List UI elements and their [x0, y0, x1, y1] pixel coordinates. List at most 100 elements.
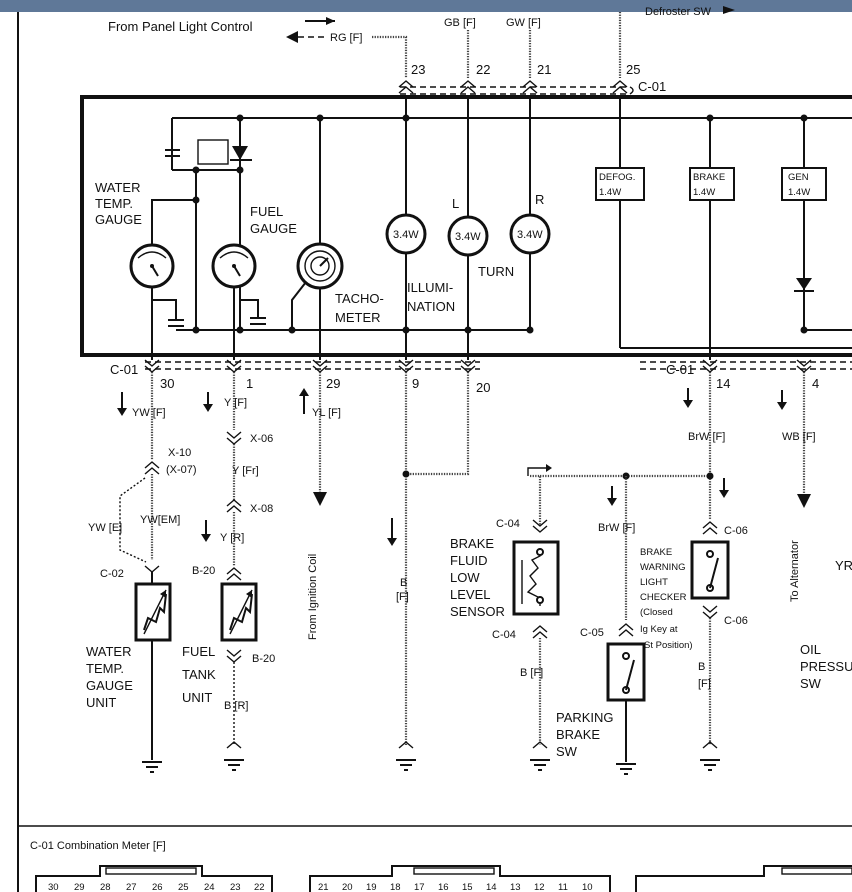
connector-chevron: [226, 499, 242, 507]
ground-icon: [530, 741, 550, 771]
label-tacho-2: METER: [335, 310, 381, 325]
label-panel-light: From Panel Light Control: [108, 19, 253, 34]
top-connector-shield-end: [629, 86, 634, 95]
parking-brake-switch-icon: [606, 642, 646, 702]
label-water-unit-3: GAUGE: [86, 678, 133, 693]
label-oil-1: OIL: [800, 642, 821, 657]
junction: [236, 326, 244, 334]
connector-chevron: [144, 467, 160, 475]
connector-pin: 27: [126, 882, 137, 892]
connector-chevron: [702, 605, 718, 613]
connector-c01-face-3: [635, 865, 852, 892]
label-fuel-gauge-2: GAUGE: [250, 221, 297, 236]
ground-icon: [396, 741, 416, 771]
label-water-gauge-3: GAUGE: [95, 212, 142, 227]
bottom-connector-shield: [145, 361, 852, 370]
turn-left-bulb-icon: 3.4W: [447, 215, 489, 257]
junction: [800, 326, 808, 334]
regulator-coil: [197, 139, 229, 165]
label-water-gauge-2: TEMP.: [95, 196, 133, 211]
signal-arrowhead: [777, 402, 787, 410]
label-c04-bottom: C-04: [492, 629, 516, 641]
label-c06-top: C-06: [724, 525, 748, 537]
junction: [236, 166, 244, 174]
label-x07: (X-07): [166, 464, 197, 476]
connector-pin: 19: [366, 882, 377, 892]
label-y-r: Y [R]: [220, 532, 244, 544]
connector-row-1: 30 29 28 27 26 25 24 23 22: [48, 882, 265, 892]
connector-pin: 17: [414, 882, 425, 892]
junction: [192, 326, 200, 334]
connector-pin: 10: [582, 882, 593, 892]
label-brw-f-mid: BrW [F]: [598, 522, 635, 534]
ground-icon: [700, 741, 720, 771]
label-checker-6: Ig Key at: [640, 624, 678, 635]
connector-chevron: [532, 525, 548, 533]
regulator-diode: [232, 146, 248, 160]
label-c05: C-05: [580, 627, 604, 639]
connector-chevron: [226, 505, 242, 513]
connector-chevron: [618, 623, 634, 631]
label-checker-4: CHECKER: [640, 592, 687, 603]
tacho-gnd: [291, 281, 307, 330]
label-brake-fluid-1: BRAKE: [450, 536, 494, 551]
signal-arrowhead: [607, 498, 617, 506]
connector-chevron: [532, 631, 548, 639]
connector-pin: 14: [486, 882, 497, 892]
label-c02: C-02: [100, 568, 124, 580]
connector-chevron: [702, 521, 718, 529]
fuel-gauge-gnd: [240, 299, 259, 318]
turn-ground-wire: [406, 372, 470, 476]
brake-checker-switch-icon: [690, 540, 730, 600]
connector-pin: 29: [74, 882, 85, 892]
label-f-illum: [F]: [396, 591, 409, 603]
lamp-rating: 1.4W: [599, 187, 621, 198]
signal-arrowhead: [387, 538, 397, 546]
label-brake-fluid-3: LOW: [450, 570, 480, 585]
label-x08: X-08: [250, 503, 273, 515]
label-b-checker: B: [698, 661, 705, 673]
pin-14: 14: [716, 376, 730, 391]
top-connector-shield: [400, 86, 630, 95]
label-b20-bottom: B-20: [252, 653, 275, 665]
label-x10: X-10: [168, 447, 191, 459]
label-yl-f: YL [F]: [312, 407, 341, 419]
connector-chevron: [144, 565, 160, 573]
junction: [316, 114, 324, 122]
bulb-rating: 3.4W: [455, 231, 481, 243]
label-checker-1: BRAKE: [640, 547, 672, 558]
label-wb-f: WB [F]: [782, 431, 816, 443]
pin-22: 22: [476, 62, 490, 77]
ignition-arrowhead: [313, 492, 327, 506]
label-to-alternator: To Alternator: [789, 540, 801, 602]
label-brake-fluid-4: LEVEL: [450, 587, 490, 602]
water-temp-gauge-icon: [129, 243, 175, 289]
signal-arrowhead: [117, 408, 127, 416]
connector-chevron: [702, 527, 718, 535]
connector-pin: 25: [178, 882, 189, 892]
label-b-f-fluid: B [F]: [520, 667, 543, 679]
label-checker-5: (Closed: [640, 607, 673, 618]
connector-chevron: [226, 649, 242, 657]
pin-29: 29: [326, 376, 340, 391]
lamp-name: BRAKE: [693, 172, 725, 183]
label-fuel-gauge-1: FUEL: [250, 204, 283, 219]
label-oil-3: SW: [800, 676, 822, 691]
label-defroster: Defroster SW: [645, 6, 712, 18]
pin-25: 25: [626, 62, 640, 77]
label-illumination-1: ILLUMI-: [407, 280, 453, 295]
connector-pin: 24: [204, 882, 215, 892]
gen-lamp-icon: GEN 1.4W: [781, 167, 827, 201]
label-brw-f-top: BrW [F]: [688, 431, 725, 443]
rg-arrowhead: [286, 31, 298, 43]
water-temp-sender-icon: [134, 582, 172, 642]
junction: [800, 114, 808, 122]
connector-chevron: [226, 573, 242, 581]
label-b20-top: B-20: [192, 565, 215, 577]
tachometer-icon: [296, 242, 344, 290]
connector-pin: 21: [318, 882, 329, 892]
connector-pin: 15: [462, 882, 473, 892]
label-y-f: Y [F]: [224, 397, 247, 409]
lamp-rating: 1.4W: [693, 187, 715, 198]
